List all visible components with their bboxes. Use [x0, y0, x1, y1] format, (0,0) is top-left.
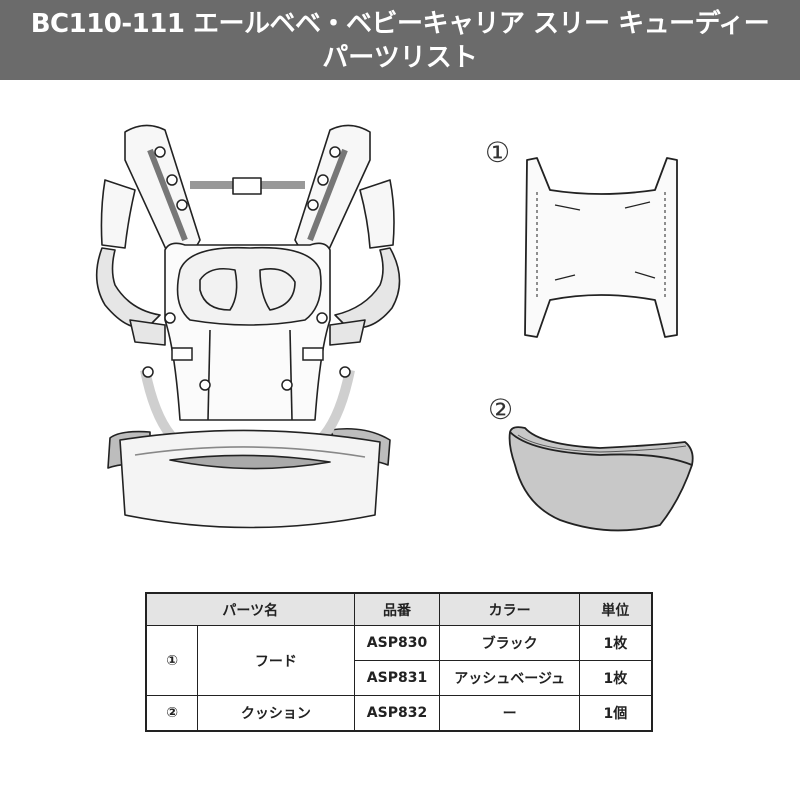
- part-number: ②: [145, 695, 199, 732]
- page-header: BC110-111 エールベベ・ベビーキャリア スリー キューディー パーツリス…: [0, 0, 800, 80]
- part-color: アッシュベージュ: [439, 660, 580, 696]
- part-unit: 1個: [578, 695, 653, 732]
- part1-number: ①: [485, 136, 511, 169]
- parts-table: パーツ名 品番 カラー 単位 ① フード ASP830 ブラック 1枚 ASP8…: [145, 592, 653, 732]
- table-row: ② クッション ASP832 ー 1個: [145, 695, 653, 732]
- part-code: ASP832: [353, 695, 441, 732]
- table-row: ASP831 アッシュベージュ 1枚: [146, 660, 653, 696]
- baby-carrier-illustration: [95, 124, 401, 529]
- header-unit: 単位: [578, 592, 653, 626]
- hood-illustration: [524, 157, 678, 338]
- part-color: ブラック: [439, 625, 580, 661]
- part-code: ASP830: [353, 625, 441, 661]
- part-unit: 1枚: [578, 660, 653, 696]
- header-part-name: パーツ名: [145, 592, 355, 626]
- part-number: ①: [145, 625, 199, 696]
- header-part-code: 品番: [353, 592, 441, 626]
- part-code: ASP831: [353, 660, 441, 696]
- part-color: ー: [439, 695, 580, 732]
- page-title: BC110-111 エールベベ・ベビーキャリア スリー キューディー: [30, 9, 770, 39]
- part2-number: ②: [488, 393, 514, 426]
- cushion-illustration: [508, 426, 694, 532]
- header-color: カラー: [439, 592, 580, 626]
- part-name: フード: [197, 625, 355, 696]
- part-name: クッション: [197, 695, 355, 732]
- table-header-row: パーツ名 品番 カラー 単位: [145, 592, 653, 626]
- page-subtitle: パーツリスト: [322, 43, 478, 73]
- table-row: ① フード ASP830 ブラック 1枚: [145, 625, 653, 696]
- part-unit: 1枚: [578, 625, 653, 661]
